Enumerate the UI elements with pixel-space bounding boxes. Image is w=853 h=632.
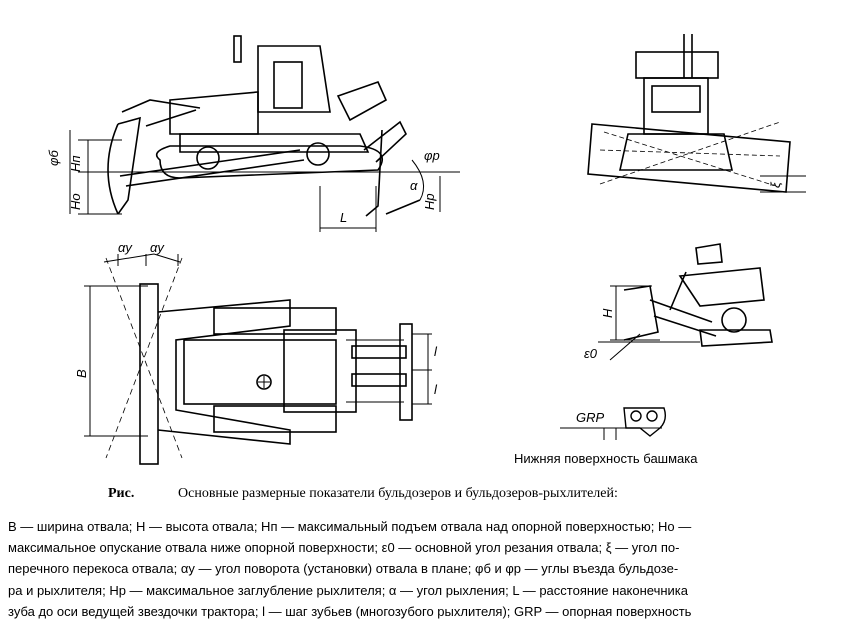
plan-view xyxy=(84,253,432,465)
label-phi-b: φб xyxy=(46,150,61,166)
legend-line: перечного перекоса отвала; αу — угол пов… xyxy=(8,561,679,577)
label-grp: GRP xyxy=(576,410,605,425)
shoe-caption: Нижняя поверхность башмака xyxy=(514,451,698,466)
label-eps0: ε0 xyxy=(584,346,598,361)
label-h-p2: Hp xyxy=(422,193,437,210)
side-view xyxy=(69,35,460,232)
legend-line: максимальное опускание отвала ниже опорн… xyxy=(8,540,680,556)
label-l1: l xyxy=(434,344,438,359)
label-h-o: Ho xyxy=(68,193,83,210)
caption-title: Основные размерные показатели бульдозеро… xyxy=(178,486,618,501)
label-xi: ξ xyxy=(768,181,783,188)
legend-line: ра и рыхлителя; Hр — максимальное заглуб… xyxy=(8,582,689,598)
label-l2: l xyxy=(434,382,438,397)
caption-prefix: Рис. xyxy=(108,486,135,501)
legend-line: B — ширина отвала; H — высота отвала; Hп… xyxy=(8,519,692,534)
label-alpha-y1: αу xyxy=(118,240,133,255)
label-h: H xyxy=(600,308,615,318)
label-alpha-y2: αу xyxy=(150,240,165,255)
legend-text: B — ширина отвала; H — высота отвала; Hп… xyxy=(8,516,848,622)
label-phi-p: φp xyxy=(424,148,440,163)
front-view xyxy=(587,34,806,193)
label-b: B xyxy=(74,369,89,378)
legend-line: зуба до оси ведущей звездочки трактора; … xyxy=(8,603,692,619)
label-l-big: L xyxy=(340,210,347,225)
label-h-p: Hп xyxy=(68,155,83,172)
shoe-detail xyxy=(560,407,667,440)
label-alpha: α xyxy=(410,178,418,193)
blade-detail xyxy=(598,243,773,361)
